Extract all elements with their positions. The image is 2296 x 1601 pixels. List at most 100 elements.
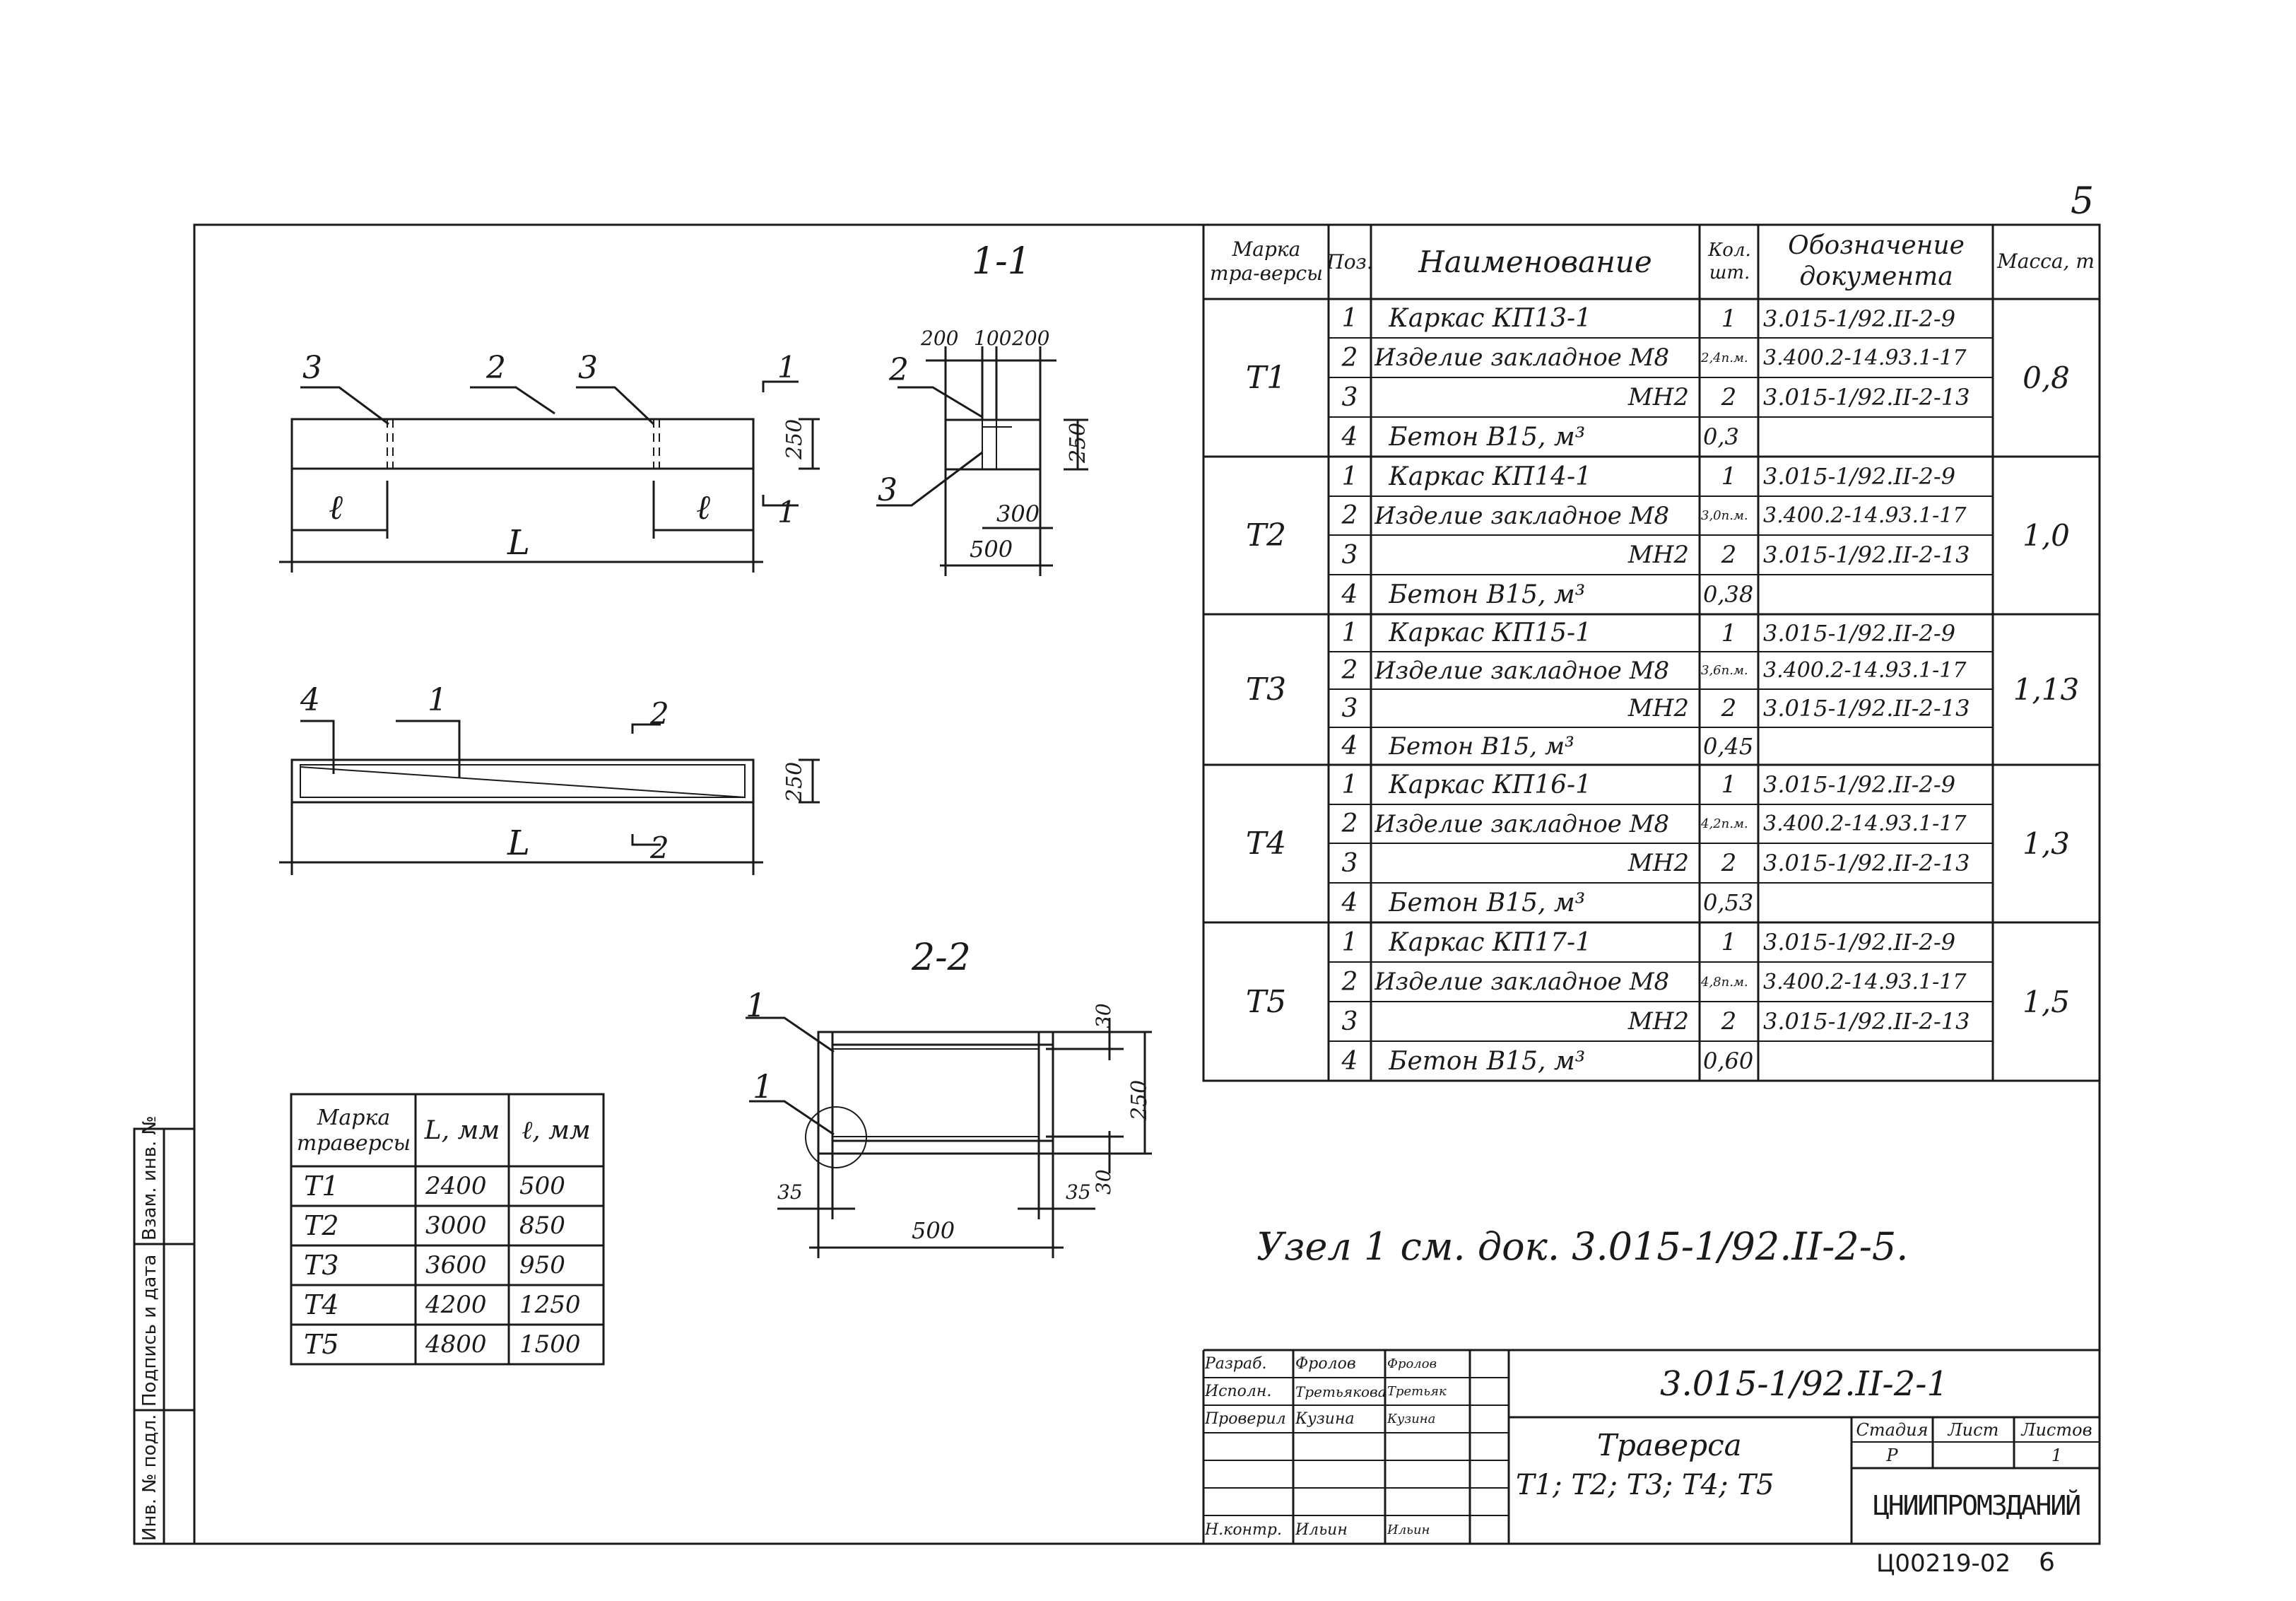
spec-name: МН2 xyxy=(1627,383,1689,411)
spec-doc: 3.400.2-14.93.1-17 xyxy=(1763,503,1967,528)
spec-doc xyxy=(1763,727,1991,765)
plan-dim-250: 250 xyxy=(782,761,807,802)
tb-role: Разраб. xyxy=(1205,1355,1267,1373)
spec-qty: 0,38 xyxy=(1703,581,1754,608)
tb-sign: Третьяк xyxy=(1387,1384,1447,1399)
elev-dim-L: L xyxy=(507,523,530,563)
spec-pos: 3 xyxy=(1341,693,1358,723)
elev-pos-3b: 3 xyxy=(578,350,598,386)
spec-qty: 3,6п.м. xyxy=(1701,663,1748,678)
footer-code: Ц00219-02 xyxy=(1876,1549,2011,1578)
spec-group-mark: Т5 xyxy=(1245,983,1287,1020)
s11-dim-250: 250 xyxy=(1066,422,1090,463)
tb-sheet-header: Лист xyxy=(1948,1419,1999,1440)
tb-role: Проверил xyxy=(1205,1410,1286,1428)
tb-sign: Фролов xyxy=(1387,1356,1437,1371)
s11-dim-200a: 200 xyxy=(921,327,959,350)
spec-doc xyxy=(1763,417,1991,457)
small-table-l: 850 xyxy=(519,1212,565,1240)
spec-name: Бетон В15, м³ xyxy=(1389,1046,1586,1076)
spec-pos: 1 xyxy=(1341,927,1358,957)
spec-header-mark: Марка тра-версы xyxy=(1210,237,1323,285)
sheet-number: 5 xyxy=(2071,180,2095,223)
small-table-mark: Т1 xyxy=(304,1171,339,1202)
spec-doc: 3.400.2-14.93.1-17 xyxy=(1763,811,1967,836)
spec-doc xyxy=(1763,575,1991,614)
spec-header-doc: Обозначение документа xyxy=(1788,231,1965,291)
s22-pos-1a: 1 xyxy=(746,986,767,1024)
small-table-L: 2400 xyxy=(425,1172,487,1200)
spec-group-mark: Т3 xyxy=(1245,672,1287,708)
spec-qty: 2,4п.м. xyxy=(1701,350,1748,365)
s22-pos-1b: 1 xyxy=(753,1067,774,1106)
tb-name: Третьякова xyxy=(1295,1383,1384,1400)
s22-dim-35b: 35 xyxy=(1066,1180,1091,1204)
section-2-2-outline xyxy=(817,1031,1054,1155)
spec-pos: 3 xyxy=(1341,1007,1358,1036)
spec-header-name: Наименование xyxy=(1418,244,1652,279)
spec-group-mass: 1,5 xyxy=(2023,984,2070,1019)
spec-name: Каркас КП16-1 xyxy=(1389,770,1592,799)
spec-pos: 1 xyxy=(1341,462,1358,491)
spec-doc: 3.015-1/92.II-2-13 xyxy=(1763,1008,1970,1035)
spec-name: Бетон В15, м³ xyxy=(1389,888,1586,917)
spec-doc: 3.015-1/92.II-2-9 xyxy=(1763,929,1956,956)
s22-dim-30b: 30 xyxy=(1092,1169,1115,1195)
small-table-L: 4200 xyxy=(425,1291,487,1319)
spec-pos: 3 xyxy=(1341,382,1358,412)
small-table-l: 1500 xyxy=(519,1330,581,1359)
spec-pos: 4 xyxy=(1341,1046,1358,1076)
spec-name: Изделие закладное М8 xyxy=(1374,501,1670,530)
small-table-mark: Т5 xyxy=(304,1329,339,1360)
cut-mark-1a: 1 xyxy=(777,350,796,385)
spec-pos: 2 xyxy=(1341,501,1358,530)
spec-name: Каркас КП15-1 xyxy=(1389,618,1592,647)
small-table-mark: Т4 xyxy=(304,1289,339,1320)
s11-dim-100: 100 xyxy=(974,327,1012,350)
spec-qty: 0,60 xyxy=(1703,1048,1754,1074)
spec-qty: 1 xyxy=(1721,462,1737,491)
spec-pos: 4 xyxy=(1341,732,1358,761)
spec-group-mass: 1,0 xyxy=(2023,518,2070,553)
spec-qty: 1 xyxy=(1721,618,1737,647)
spec-qty: 2 xyxy=(1721,849,1737,877)
s11-pos-3: 3 xyxy=(878,472,897,508)
s11-dim-200b: 200 xyxy=(1012,327,1050,350)
spec-name: Изделие закладное М8 xyxy=(1374,344,1670,372)
spec-doc xyxy=(1763,883,1991,922)
spec-qty: 0,3 xyxy=(1703,423,1739,450)
s22-dim-250: 250 xyxy=(1127,1079,1152,1120)
spec-name: Изделие закладное М8 xyxy=(1374,968,1670,996)
spec-doc: 3.400.2-14.93.1-17 xyxy=(1763,969,1967,995)
small-table-frame xyxy=(290,1093,605,1366)
elev-dim-l-left: ℓ xyxy=(329,488,343,527)
spec-pos: 1 xyxy=(1341,304,1358,333)
tb-name: Кузина xyxy=(1295,1410,1355,1428)
s11-dim-500: 500 xyxy=(970,536,1013,563)
spec-table-frame xyxy=(1202,223,2101,1082)
s11-dim-300: 300 xyxy=(996,500,1040,527)
tb-stage-value: Р xyxy=(1886,1445,1898,1465)
spec-doc: 3.015-1/92.II-2-13 xyxy=(1763,850,1970,876)
small-table-header-mark: Марка траверсы xyxy=(296,1105,411,1156)
side-stamp-signature-date: Подпись и дата xyxy=(139,1254,160,1407)
tb-sign: Ильин xyxy=(1387,1522,1430,1537)
small-table-l: 1250 xyxy=(519,1291,581,1319)
spec-name: МН2 xyxy=(1627,694,1689,722)
spec-name: Бетон В15, м³ xyxy=(1389,580,1586,609)
spec-group-mark: Т2 xyxy=(1245,517,1287,553)
spec-pos: 1 xyxy=(1341,770,1358,799)
s11-pos-2: 2 xyxy=(889,352,909,388)
cut-mark-1b: 1 xyxy=(777,495,796,529)
spec-qty: 1 xyxy=(1721,304,1737,333)
spec-header-pos: Поз. xyxy=(1329,250,1371,274)
small-table-L: 4800 xyxy=(425,1330,487,1359)
spec-qty: 0,45 xyxy=(1703,732,1754,760)
side-stamp-vzam-inv: Взам. инв. № xyxy=(139,1115,160,1241)
tb-name: Фролов xyxy=(1295,1355,1356,1373)
spec-qty: 4,2п.м. xyxy=(1701,816,1748,831)
spec-qty: 4,8п.м. xyxy=(1701,974,1748,990)
tb-sign: Кузина xyxy=(1387,1412,1436,1426)
section-title-2-2: 2-2 xyxy=(912,937,971,979)
